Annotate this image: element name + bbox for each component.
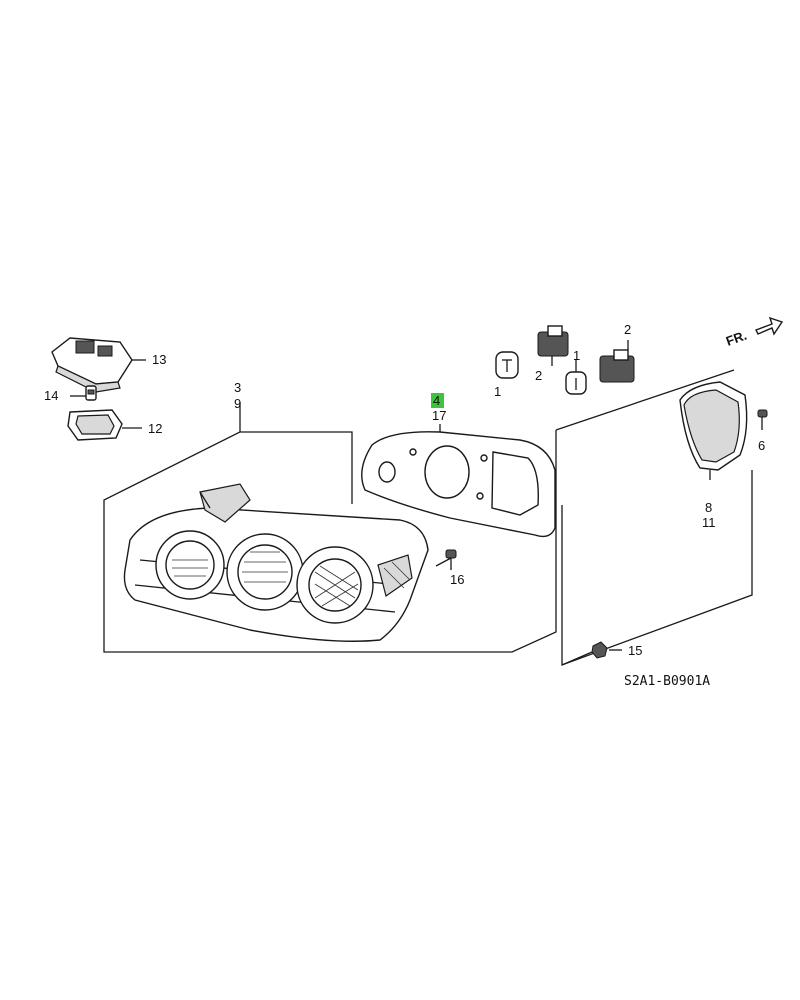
callout-11: 11 <box>702 515 716 530</box>
callout-1-left: 1 <box>494 384 501 399</box>
callout-4: 4 <box>433 393 440 408</box>
callout-14: 14 <box>44 388 58 403</box>
direction-label: FR. <box>724 328 749 349</box>
nut-15[interactable] <box>591 641 622 659</box>
callout-8: 8 <box>705 500 712 515</box>
tail-light-gasket[interactable] <box>361 431 556 538</box>
callout-3: 3 <box>234 380 241 395</box>
tail-light-assembly[interactable] <box>123 483 429 642</box>
callout-16: 16 <box>450 572 464 587</box>
callout-1-right: 1 <box>573 348 580 363</box>
license-light-housing[interactable] <box>51 337 146 393</box>
screw-6[interactable] <box>757 409 768 430</box>
socket-2-left[interactable] <box>537 325 569 366</box>
callout-13: 13 <box>152 352 166 367</box>
callout-6: 6 <box>758 438 765 453</box>
callout-15: 15 <box>628 643 642 658</box>
assembly-frame-lines <box>103 369 753 666</box>
bulb-1-left[interactable] <box>495 351 519 379</box>
bulb-1-right[interactable] <box>565 360 587 395</box>
trunk-trim-cover[interactable] <box>679 381 748 480</box>
callout-9: 9 <box>234 396 241 411</box>
callout-17: 17 <box>432 408 446 423</box>
callout-2-left: 2 <box>535 368 542 383</box>
license-light-socket[interactable] <box>70 385 97 401</box>
socket-2-right[interactable] <box>599 340 635 383</box>
screw-16[interactable] <box>435 549 457 570</box>
callout-4-highlight <box>431 393 444 408</box>
diagram-code: S2A1-B0901A <box>624 674 710 689</box>
front-direction-indicator: FR. <box>724 316 784 349</box>
license-light-lens[interactable] <box>67 409 142 441</box>
callout-12: 12 <box>148 421 162 436</box>
callout-2-right: 2 <box>624 322 631 337</box>
